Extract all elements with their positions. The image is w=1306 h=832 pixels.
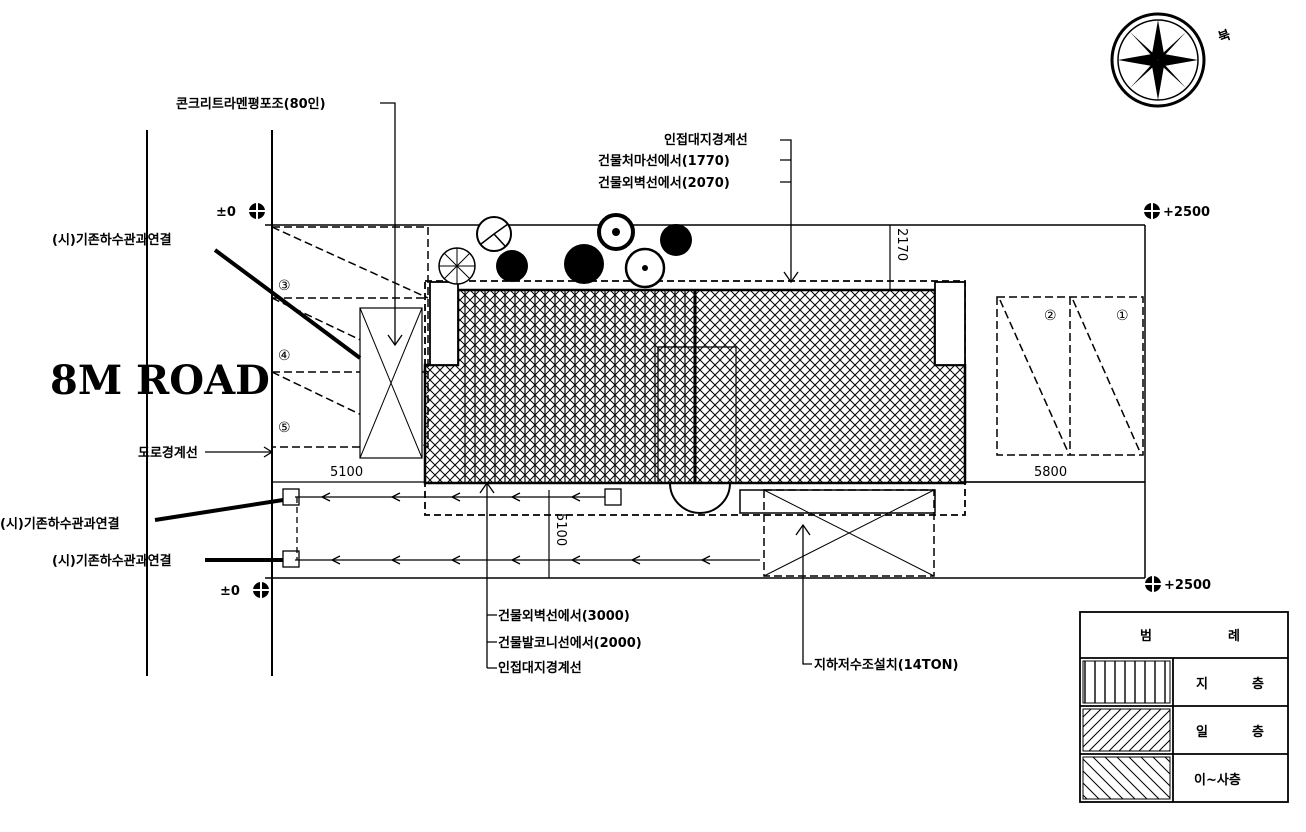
parking-number-5: ⑤: [278, 420, 291, 436]
legend-row-2-right: 층: [1252, 724, 1264, 740]
legend-title-right: 례: [1228, 628, 1240, 644]
concrete-pavement-label: 콘크리트라멘평포조(80인): [176, 96, 326, 112]
sewer-connect-label-2: (시)기존하수관과연결: [0, 516, 120, 532]
level-top-left: ±0: [216, 205, 236, 220]
sewer-connect-label-1: (시)기존하수관과연결: [52, 232, 172, 248]
level-bottom-right: +2500: [1164, 578, 1211, 593]
legend-row-1-left: 지: [1196, 677, 1208, 692]
level-bottom-left: ±0: [220, 584, 240, 599]
landscaping-trees: [438, 213, 692, 289]
sewer-connect-label-3: (시)기존하수관과연결: [52, 553, 172, 569]
outer-wall-label: 건물외벽선에서(2070): [598, 175, 730, 191]
level-top-right: +2500: [1163, 205, 1210, 220]
legend-row-2-left: 일: [1196, 725, 1208, 740]
adjacent-line-label: 인접대지경계선: [664, 132, 748, 148]
dimension-lines: [272, 225, 1145, 578]
dim-5100-horizontal: 5100: [330, 465, 363, 480]
parking-area-left: [271, 226, 429, 448]
parking-area-right: [996, 296, 1144, 456]
leader-lines: [154, 102, 812, 669]
underground-tank-label: 지하저수조설치(14TON): [814, 657, 959, 673]
parking-number-2: ②: [1044, 308, 1057, 324]
eave-line-label: 건물처마선에서(1770): [598, 153, 730, 169]
road-boundary-label: 도로경계선: [138, 445, 198, 461]
north-compass-icon: [1110, 12, 1206, 108]
parking-number-3: ③: [278, 278, 291, 294]
legend-box: [1079, 611, 1289, 803]
legend-row-3: 이~사층: [1194, 772, 1241, 788]
level-markers: [248, 202, 1162, 599]
underground-tank: [739, 489, 936, 577]
building-footprint: [423, 281, 967, 514]
dim-5800-horizontal: 5800: [1034, 465, 1067, 480]
parking-number-4: ④: [278, 348, 291, 364]
parking-number-1: ①: [1116, 308, 1129, 324]
dim-5100-vertical: 5100: [553, 513, 568, 546]
outer-wall-3000-label: 건물외벽선에서(3000): [498, 608, 630, 624]
north-label: 북: [1216, 28, 1232, 46]
road-label: 8M ROAD: [50, 357, 270, 404]
dim-2170-vertical: 2170: [894, 228, 909, 261]
adjacent-line-bottom-label: 인접대지경계선: [498, 660, 582, 676]
legend-row-1-right: 층: [1252, 676, 1264, 692]
balcony-2000-label: 건물발코니선에서(2000): [498, 635, 642, 651]
legend-title-left: 범: [1140, 628, 1152, 644]
drain-pipes: [282, 488, 760, 568]
